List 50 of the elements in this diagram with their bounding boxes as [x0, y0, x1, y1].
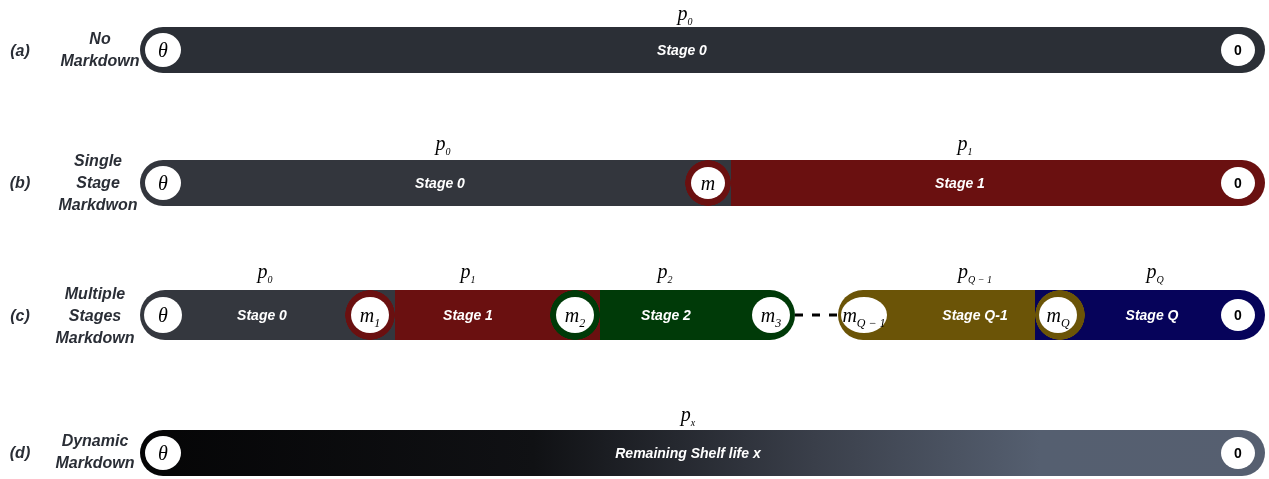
stage-label: Stage 0 — [415, 175, 465, 191]
state-circle: m$_{1}$ — [351, 297, 389, 333]
stage-bar — [1085, 290, 1265, 340]
stage-label: Stage Q — [1125, 307, 1179, 323]
panel-letter: (a) — [9, 41, 31, 61]
stage-label: Stage 0 — [657, 42, 707, 58]
state-circle: m$_{3}$ — [752, 297, 790, 333]
state-circle: m$_{Q}$ — [1039, 297, 1077, 333]
stage-label: Stage 1 — [443, 307, 493, 323]
state-circle: 0 — [1221, 299, 1255, 331]
stage-bar — [550, 290, 795, 340]
state-circle: 0 — [1221, 34, 1255, 66]
state-circle: θ — [145, 33, 181, 67]
stage-bar — [345, 290, 550, 340]
stage-bar — [140, 430, 1265, 476]
stage-bar — [140, 160, 685, 206]
panel-letter: (b) — [8, 173, 32, 193]
stage-label: Stage 2 — [641, 307, 691, 323]
state-circle: θ — [144, 297, 182, 333]
price-label: p$_{2}$ — [657, 260, 673, 285]
stage-label: Stage 0 — [237, 307, 287, 323]
row-title: Multiple Stages Markdown — [54, 284, 136, 348]
price-label: p$_{x}$ — [680, 403, 696, 428]
state-circle: θ — [145, 166, 181, 200]
row-title: Dynamic Markdown — [54, 431, 136, 473]
panel-letter: (d) — [8, 443, 32, 463]
dashed-connector — [795, 313, 838, 317]
price-label: p$_{Q}$ — [1146, 260, 1164, 285]
state-circle: 0 — [1221, 437, 1255, 469]
price-label: p$_{0}$ — [435, 132, 451, 157]
price-label: p$_{Q − 1}$ — [958, 260, 992, 285]
panel-letter: (c) — [9, 306, 31, 326]
state-circle: 0 — [1221, 167, 1255, 199]
price-label: p$_{1}$ — [460, 260, 476, 285]
row-title: No Markdown — [60, 29, 140, 71]
stage-label: Remaining Shelf life x — [615, 445, 761, 461]
state-circle: θ — [145, 436, 181, 470]
state-circle: m$_{Q − 1}$ — [841, 297, 887, 333]
stage-bar — [140, 27, 1265, 73]
stage-label: Stage 1 — [935, 175, 985, 191]
stage-label: Stage Q-1 — [942, 307, 1008, 323]
stage-bar — [140, 290, 345, 340]
price-label: p$_{1}$ — [957, 132, 973, 157]
state-circle: m — [691, 167, 725, 199]
stage-bar — [685, 160, 1265, 206]
state-circle: m$_{2}$ — [556, 297, 594, 333]
stage-bar — [838, 290, 1085, 340]
price-label: p$_{0}$ — [677, 2, 693, 27]
price-label: p$_{0}$ — [257, 260, 273, 285]
row-title: Single Stage Markdwon — [58, 151, 138, 215]
